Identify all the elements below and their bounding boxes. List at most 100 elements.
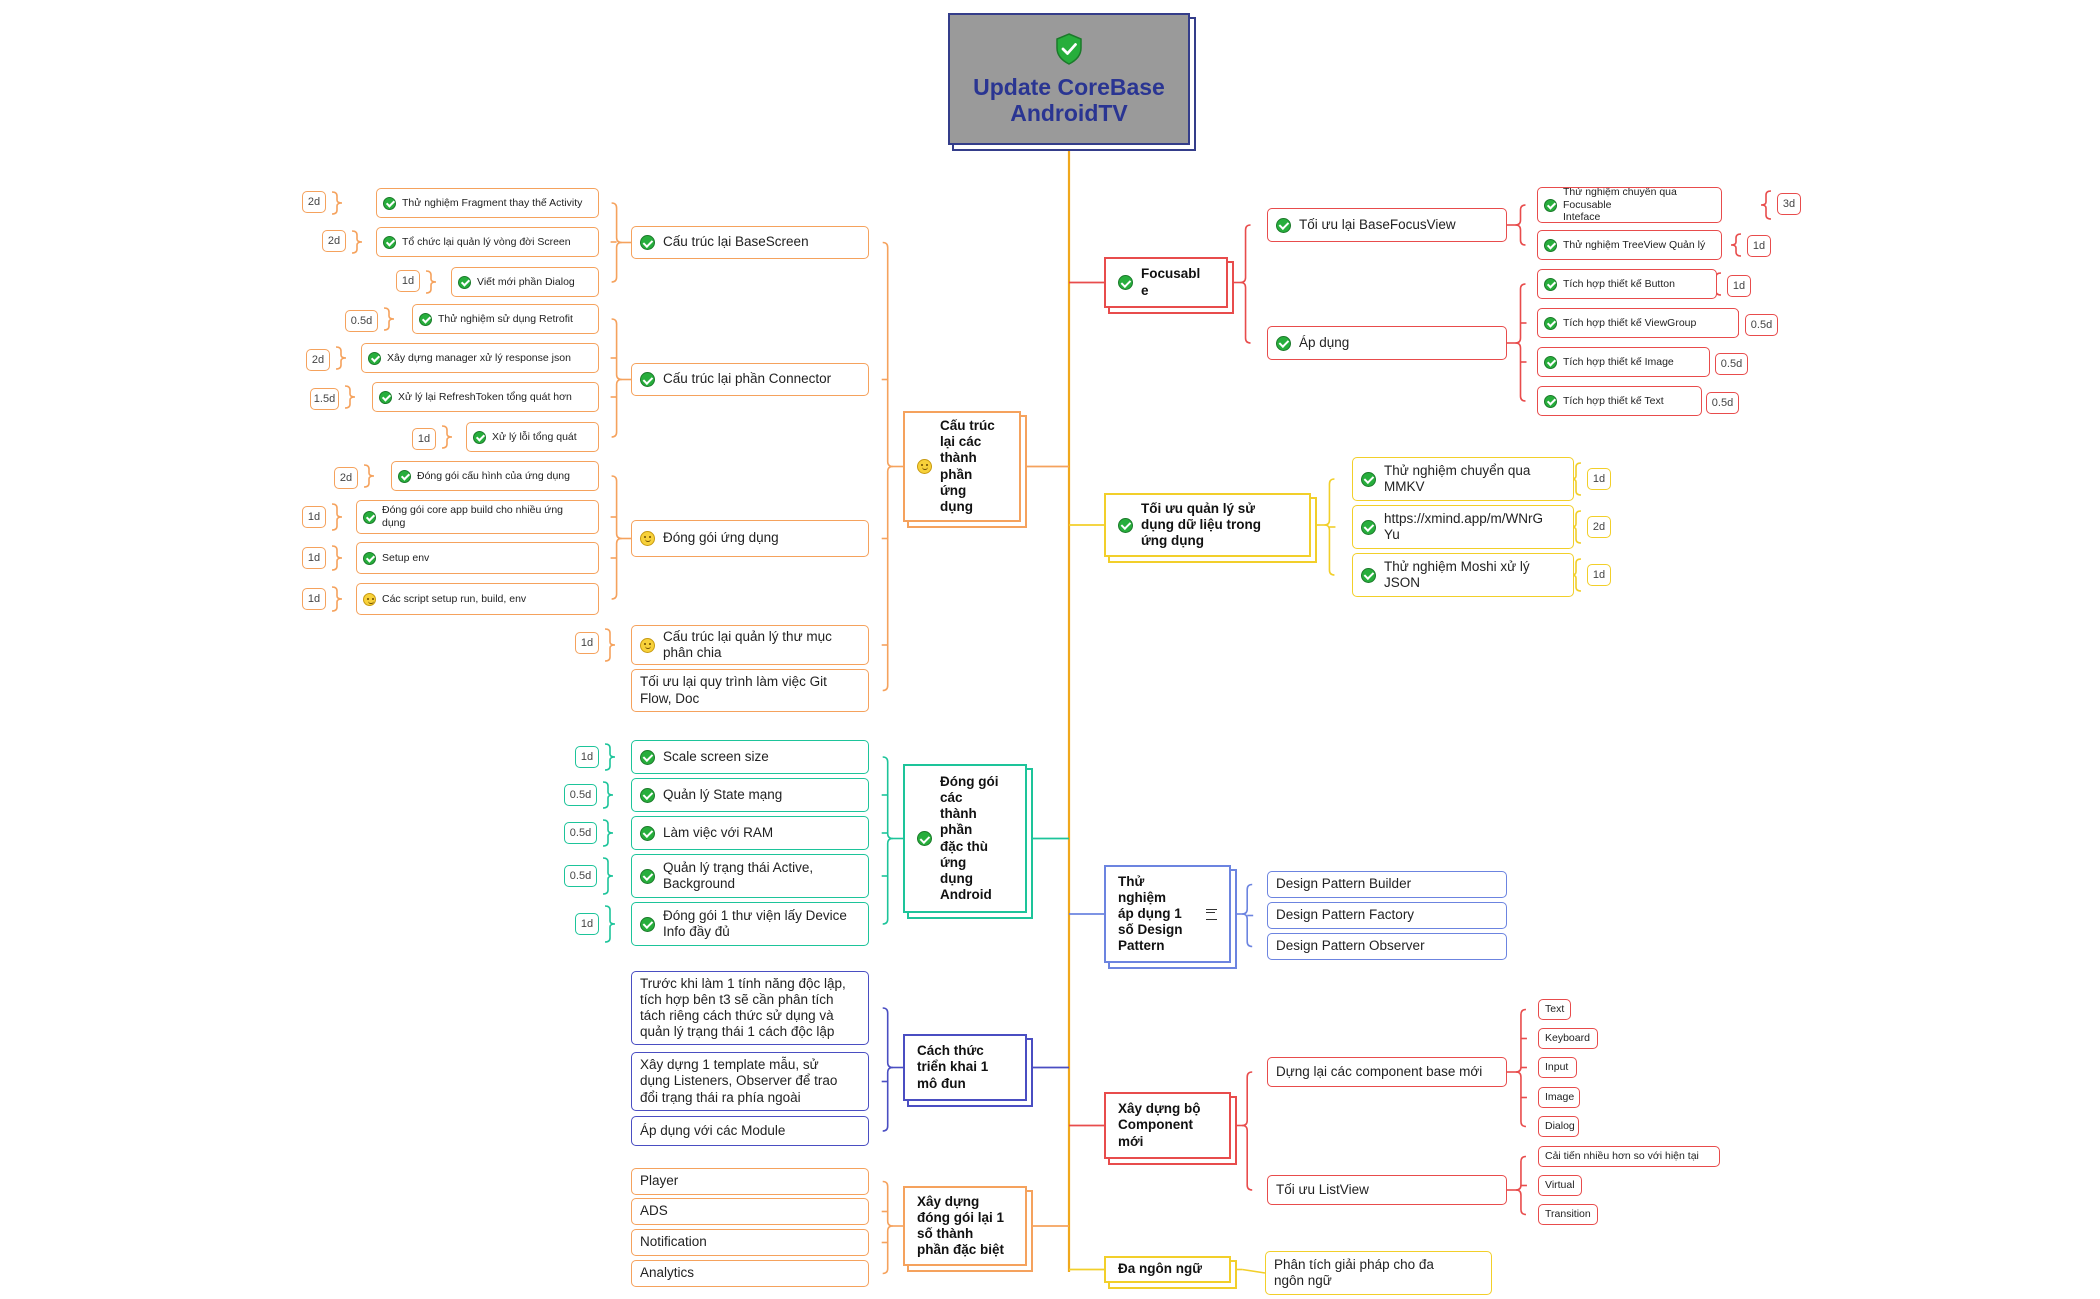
subtopic-label: Quản lý trạng thái Active, Background — [663, 859, 814, 891]
root-title: Update CoreBase AndroidTV — [973, 73, 1165, 126]
estimate-badge: 0.5d — [564, 822, 597, 844]
leaf-topic[interactable]: Xử lý lại RefreshToken tổng quát hơn — [372, 382, 599, 412]
branch-topic[interactable]: Thử nghiệm áp dụng 1 số Design Pattern — [1104, 865, 1231, 963]
branch-topic[interactable]: Xây dựng bộ Component mới — [1104, 1092, 1231, 1159]
root-topic[interactable]: Update CoreBase AndroidTV — [948, 13, 1190, 145]
connector-line — [441, 425, 453, 449]
subtopic[interactable]: Dựng lại các component base mới — [1267, 1057, 1507, 1087]
check-circle-icon — [640, 749, 655, 765]
subtopic[interactable]: Áp dụng — [1267, 326, 1507, 360]
subtopic[interactable]: Tối ưu lại BaseFocusView — [1267, 208, 1507, 242]
subtopic[interactable]: Thử nghiệm chuyển qua MMKV — [1352, 457, 1574, 501]
subtopic[interactable]: Cấu trúc lại quản lý thư mục phân chia — [631, 625, 869, 665]
leaf-topic[interactable]: Transition — [1538, 1204, 1598, 1225]
leaf-topic[interactable]: Setup env — [356, 542, 599, 574]
subtopic[interactable]: Đóng gói ứng dụng — [631, 520, 869, 557]
branch-topic[interactable]: Focusabl e — [1104, 257, 1228, 308]
branch-label: Cách thức triển khai 1 mô đun — [917, 1043, 989, 1091]
leaf-topic[interactable]: Tích hợp thiết kế Image — [1537, 347, 1710, 377]
subtopic[interactable]: Cấu trúc lại BaseScreen — [631, 226, 869, 259]
leaf-label: Keyboard — [1545, 1032, 1590, 1045]
connector-line — [351, 230, 363, 254]
subtopic[interactable]: Xây dựng 1 template mẫu, sử dụng Listene… — [631, 1052, 869, 1111]
subtopic[interactable]: Quản lý trạng thái Active, Background — [631, 854, 869, 898]
leaf-topic[interactable]: Thử nghiệm sử dụng Retrofit — [412, 304, 599, 334]
subtopic[interactable]: Đóng gói 1 thư viện lấy Device Info đầy … — [631, 902, 869, 946]
subtopic[interactable]: Áp dụng với các Module — [631, 1116, 869, 1146]
branch-topic[interactable]: Xây dựng đóng gói lại 1 số thành phần đặ… — [903, 1186, 1027, 1266]
estimate-badge: 1d — [575, 913, 599, 935]
check-circle-icon — [640, 868, 655, 884]
check-circle-icon — [363, 551, 376, 565]
branch-topic[interactable]: Cách thức triển khai 1 mô đun — [903, 1034, 1027, 1101]
leaf-topic[interactable]: Input — [1538, 1057, 1577, 1078]
subtopic[interactable]: Scale screen size — [631, 740, 869, 774]
subtopic[interactable]: ADS — [631, 1198, 869, 1225]
branch-topic[interactable]: Cấu trúc lại các thành phần ứng dụng — [903, 411, 1021, 522]
leaf-topic[interactable]: Thử nghiệm TreeView Quản lý — [1537, 230, 1722, 260]
subtopic-label: Trước khi làm 1 tính năng độc lập, tích … — [640, 975, 846, 1040]
subtopic[interactable]: Cấu trúc lại phần Connector — [631, 363, 869, 396]
connector-line — [1515, 1008, 1526, 1128]
subtopic[interactable]: Analytics — [631, 1260, 869, 1287]
connector-line — [331, 503, 343, 531]
subtopic[interactable]: Tối ưu ListView — [1267, 1175, 1507, 1205]
subtopic[interactable]: Làm việc với RAM — [631, 816, 869, 850]
branch-label: Xây dựng đóng gói lại 1 số thành phần đặ… — [917, 1193, 1005, 1258]
leaf-topic[interactable]: Đóng gói cấu hình của ứng dụng — [391, 461, 599, 491]
leaf-topic[interactable]: Đóng gói core app build cho nhiều ứng dụ… — [356, 500, 599, 534]
leaf-topic[interactable]: Keyboard — [1538, 1028, 1598, 1049]
estimate-badge: 1d — [302, 506, 326, 528]
subtopic[interactable]: Tối ưu lại quy trình làm việc Git Flow, … — [631, 669, 869, 712]
leaf-label: Viết mới phần Dialog — [477, 275, 575, 288]
leaf-topic[interactable]: Thử nghiệm Fragment thay thế Activity — [376, 188, 599, 218]
check-circle-icon — [1544, 277, 1557, 291]
subtopic-label: https://xmind.app/m/WNrG Yu — [1384, 510, 1544, 542]
branch-topic[interactable]: Tối ưu quản lý sử dụng dữ liệu trong ứng… — [1104, 493, 1311, 557]
estimate-badge: 1d — [575, 746, 599, 768]
subtopic[interactable]: Design Pattern Builder — [1267, 871, 1507, 898]
leaf-topic[interactable]: Xử lý lỗi tổng quát — [466, 422, 599, 452]
subtopic-label: Analytics — [640, 1265, 695, 1281]
connector-line — [611, 318, 622, 438]
subtopic[interactable]: Design Pattern Factory — [1267, 902, 1507, 929]
subtopic[interactable]: Design Pattern Observer — [1267, 933, 1507, 960]
connector-line — [604, 628, 616, 662]
check-circle-icon — [917, 831, 932, 846]
leaf-topic[interactable]: Các script setup run, build, env — [356, 583, 599, 615]
leaf-topic[interactable]: Image — [1538, 1087, 1580, 1108]
leaf-topic[interactable]: Viết mới phần Dialog — [451, 267, 599, 297]
leaf-topic[interactable]: Cải tiến nhiều hơn so với hiện tại — [1538, 1146, 1720, 1167]
subtopic[interactable]: Phân tích giải pháp cho đa ngôn ngữ — [1265, 1251, 1492, 1295]
leaf-topic[interactable]: Thử nghiệm chuyển qua Focusable Inteface — [1537, 187, 1722, 223]
subtopic[interactable]: Player — [631, 1168, 869, 1195]
subtopic[interactable]: Quản lý State mạng — [631, 778, 869, 812]
connector-line — [1242, 1071, 1253, 1191]
subtopic[interactable]: Thử nghiệm Moshi xử lý JSON — [1352, 553, 1574, 597]
estimate-badge: 2d — [306, 349, 330, 371]
leaf-topic[interactable]: Dialog — [1538, 1116, 1579, 1137]
connector-line — [602, 781, 614, 809]
branch-topic[interactable]: Đa ngôn ngữ — [1104, 1256, 1231, 1283]
subtopic[interactable]: https://xmind.app/m/WNrG Yu — [1352, 505, 1574, 549]
subtopic-label: Cấu trúc lại quản lý thư mục phân chia — [663, 628, 832, 660]
subtopic[interactable]: Trước khi làm 1 tính năng độc lập, tích … — [631, 971, 869, 1045]
check-circle-icon — [1361, 519, 1376, 535]
subtopic-label: Design Pattern Factory — [1276, 907, 1415, 923]
leaf-topic[interactable]: Tích hợp thiết kế Text — [1537, 386, 1702, 416]
subtopic-label: Làm việc với RAM — [663, 824, 774, 840]
estimate-badge: 1d — [302, 588, 326, 610]
leaf-topic[interactable]: Tích hợp thiết kế ViewGroup — [1537, 308, 1739, 338]
subtopic-label: Cấu trúc lại BaseScreen — [663, 234, 809, 250]
check-circle-icon — [383, 235, 396, 249]
leaf-topic[interactable]: Xây dựng manager xử lý response json — [361, 343, 599, 373]
connector-line — [882, 1007, 893, 1132]
branch-topic[interactable]: Đóng gói các thành phần đặc thù ứng dụng… — [903, 764, 1027, 913]
leaf-topic[interactable]: Tích hợp thiết kế Button — [1537, 269, 1717, 299]
leaf-topic[interactable]: Text — [1538, 999, 1571, 1020]
leaf-topic[interactable]: Tổ chức lại quản lý vòng đời Screen — [376, 227, 599, 257]
subtopic[interactable]: Notification — [631, 1229, 869, 1256]
estimate-badge: 0.5d — [1745, 314, 1778, 336]
leaf-topic[interactable]: Virtual — [1538, 1175, 1582, 1196]
subtopic-label: Đóng gói ứng dụng — [663, 530, 779, 546]
